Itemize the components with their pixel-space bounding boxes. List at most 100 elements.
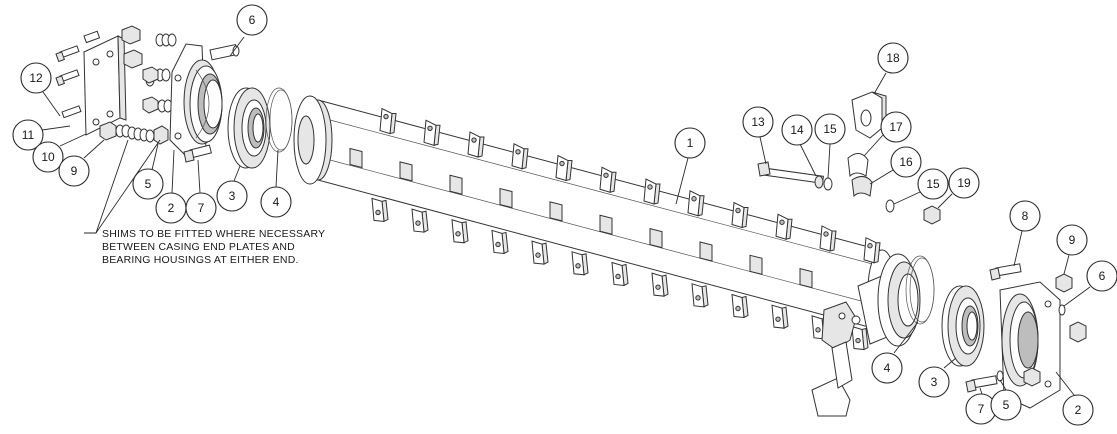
left-circlip — [265, 87, 293, 153]
callout-15-lower: 15 — [893, 168, 949, 205]
svg-text:2: 2 — [1075, 403, 1082, 417]
left-bottom-washer-stack — [99, 121, 169, 145]
left-cover-bolts — [55, 30, 101, 119]
callout-4-right: 4 — [871, 321, 919, 384]
callout-10: 10 — [32, 133, 87, 173]
svg-text:9: 9 — [71, 164, 78, 178]
callouts: 6 12 11 10 9 5 — [12, 4, 1117, 426]
svg-text:14: 14 — [790, 123, 804, 137]
flail-lug — [423, 119, 441, 146]
flail-lug — [651, 272, 669, 297]
callout-3-right: 3 — [918, 357, 957, 398]
callout-14: 14 — [781, 114, 817, 177]
flail-lug-face — [649, 227, 663, 249]
flail-lug — [599, 166, 617, 193]
left-housing-pin — [209, 44, 240, 61]
callout-12: 12 — [20, 62, 61, 117]
left-nuts-washers — [121, 25, 177, 114]
callout-5-right: 5 — [990, 379, 1022, 421]
flail-lug-face — [449, 174, 463, 195]
svg-text:15: 15 — [823, 122, 837, 136]
callout-15-upper: 15 — [814, 113, 846, 179]
flail-lug — [467, 131, 485, 158]
callout-9-right: 9 — [1056, 224, 1088, 275]
svg-text:1: 1 — [687, 136, 694, 150]
left-bearing-housing — [169, 43, 223, 159]
note-line-3: BEARING HOUSINGS AT EITHER END. — [102, 254, 299, 266]
rotor-flails — [349, 107, 881, 351]
flail-lug — [411, 208, 429, 233]
callout-5-left: 5 — [132, 143, 164, 200]
callout-18: 18 — [873, 42, 909, 95]
svg-text:3: 3 — [229, 189, 236, 203]
flail-lug — [571, 251, 589, 276]
flail-lug-face — [549, 201, 563, 222]
flail-lug — [863, 236, 881, 264]
washer-15-lower — [885, 199, 895, 213]
svg-text:19: 19 — [957, 176, 971, 190]
callout-6-right: 6 — [1063, 260, 1117, 307]
callout-19: 19 — [937, 167, 980, 209]
flail-lug — [531, 240, 549, 265]
flail-lug-face — [799, 268, 813, 289]
right-bearing — [941, 285, 985, 367]
flail-lug — [691, 283, 709, 308]
flail-lug — [491, 229, 509, 255]
callout-2-right: 2 — [1055, 371, 1094, 426]
callout-1: 1 — [674, 127, 706, 205]
svg-text:12: 12 — [29, 71, 43, 85]
svg-text:6: 6 — [1099, 269, 1106, 283]
flail-lug — [731, 201, 749, 229]
flail-lug-face — [399, 161, 413, 182]
flail-lug-face — [699, 241, 713, 262]
flail-lug — [511, 143, 529, 170]
left-bearing — [227, 87, 271, 169]
right-bearing-housing-plate — [857, 253, 921, 347]
right-circlip — [905, 255, 935, 325]
flail-lug — [611, 261, 629, 287]
flail-lug — [851, 325, 869, 351]
svg-text:8: 8 — [1022, 209, 1029, 223]
left-bolt-7 — [183, 144, 212, 163]
flail-lug — [555, 154, 573, 182]
svg-text:7: 7 — [978, 402, 985, 416]
svg-text:10: 10 — [41, 150, 55, 164]
svg-text:5: 5 — [1003, 398, 1010, 412]
flail-lug — [775, 213, 793, 240]
flail-lug — [643, 178, 661, 205]
drive-bracket — [811, 301, 861, 417]
svg-text:17: 17 — [889, 120, 903, 134]
note-line-1: SHIMS TO BE FITTED WHERE NECESSARY — [102, 228, 325, 240]
washer-15-upper — [823, 177, 833, 191]
callout-4-left: 4 — [260, 149, 292, 218]
svg-text:13: 13 — [751, 115, 765, 129]
callout-11: 11 — [12, 119, 71, 151]
shim-note: SHIMS TO BE FITTED WHERE NECESSARY BETWE… — [102, 228, 325, 266]
callout-6-left: 6 — [229, 4, 268, 57]
washer-14 — [814, 175, 824, 189]
callout-16: 16 — [869, 146, 922, 185]
svg-text:9: 9 — [1069, 233, 1076, 247]
callout-2-left: 2 — [155, 149, 187, 224]
flail-lug — [371, 197, 389, 223]
callout-8: 8 — [1009, 200, 1041, 267]
callout-9-left: 9 — [58, 139, 105, 187]
flail-lug — [687, 189, 705, 217]
right-nuts — [1023, 273, 1087, 387]
right-bearing-housing — [999, 281, 1061, 409]
svg-text:11: 11 — [22, 128, 35, 142]
callout-13: 13 — [742, 106, 774, 165]
bolt-13 — [757, 161, 824, 184]
clamp-16 — [851, 176, 873, 198]
flail-lug-face — [499, 187, 513, 209]
flail-lug — [451, 219, 469, 244]
svg-text:16: 16 — [899, 155, 913, 169]
bracket-18 — [851, 91, 887, 139]
svg-text:3: 3 — [931, 375, 938, 389]
clamp-17 — [847, 153, 869, 178]
svg-text:2: 2 — [168, 201, 175, 215]
flail-lug — [819, 225, 837, 252]
svg-text:7: 7 — [198, 201, 205, 215]
left-end-cover-plate — [83, 35, 127, 136]
